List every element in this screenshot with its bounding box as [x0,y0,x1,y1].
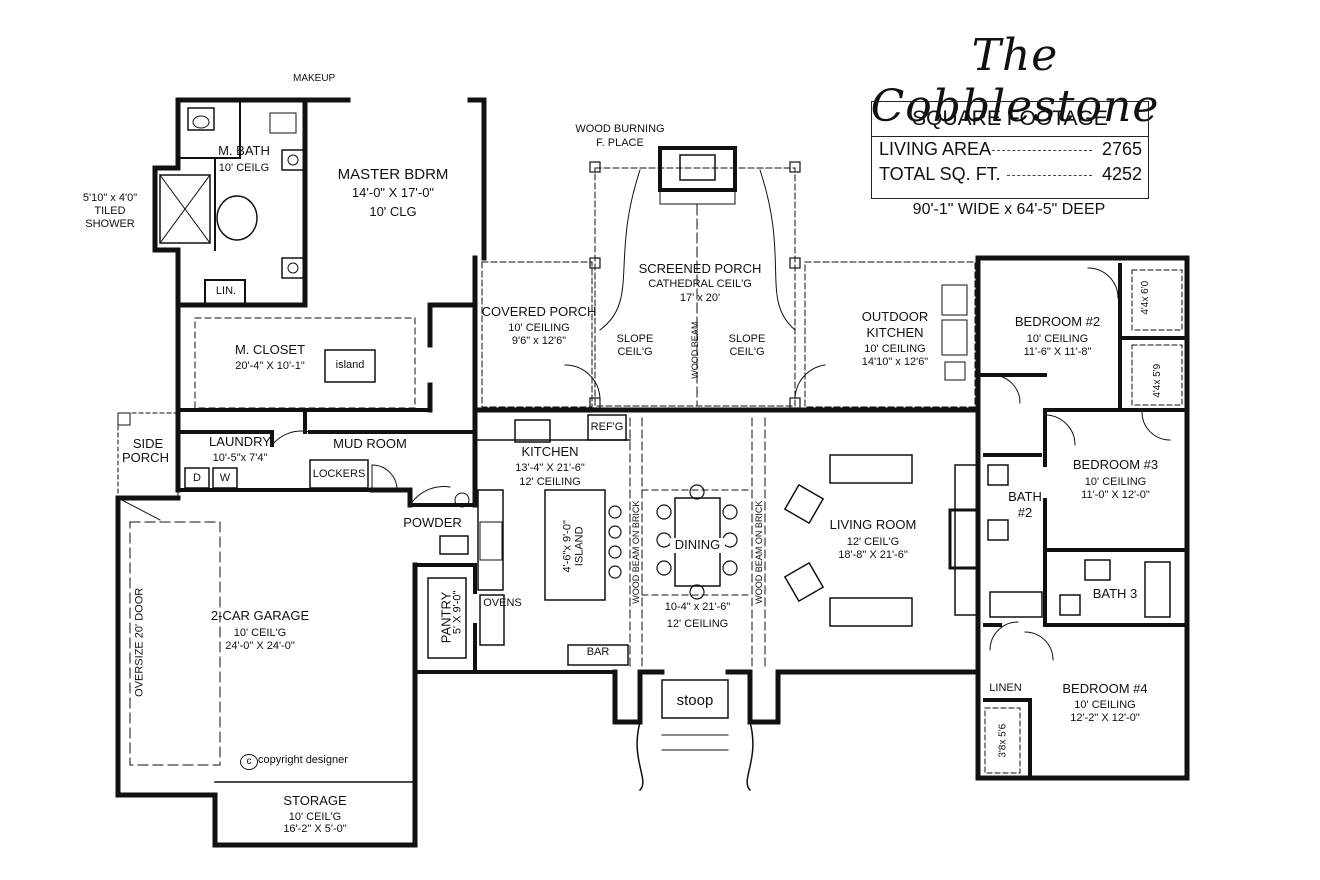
square-footage-heading: SQUARE FOOTAGE [872,102,1148,137]
square-footage-box: SQUARE FOOTAGE LIVING AREA 2765 TOTAL SQ… [871,101,1149,199]
shower-tiled: TILED [94,205,126,217]
bedroom3-name: BEDROOM #3 [1072,457,1159,472]
washer-label: W [219,472,231,484]
bedroom4-ceiling: 10' CEILING [1074,699,1136,711]
slope-left-line1: SLOPE [616,333,654,345]
screened-porch-ceiling: CATHEDRAL CEIL'G [648,278,752,290]
closet-3x5-label: 3'8x 5'6 [997,723,1009,758]
plan-title: The Cobblestone [870,30,1160,132]
bath3-name: BATH 3 [1092,586,1138,601]
bedroom2-name: BEDROOM #2 [1014,314,1101,329]
garage-ceiling: 10' CEIL'G [233,627,287,639]
kitchen-size: 13'-4" X 21'-6" [515,462,585,474]
closet-4x6-label: 4'4x 6'0 [1139,280,1151,315]
garage-size: 24'-0" X 24'-0" [225,640,295,652]
island-name: ISLAND [573,526,586,567]
storage-ceiling: 10' CEIL'G [288,811,342,823]
lin-label: LIN. [215,285,237,297]
copyright-icon: c [240,754,258,770]
shower-size: 5'10" x 4'0" [82,192,138,204]
covered-porch-name: COVERED PORCH [481,304,597,319]
living-room-size: 18'-8" X 21'-6" [838,549,908,561]
living-room-name: LIVING ROOM [829,517,917,532]
bedroom3-size: 11'-0" X 12'-0" [1081,489,1150,501]
outdoor-kitchen-line2: KITCHEN [866,325,924,340]
refg-label: REF'G [590,421,624,433]
garage-door-label: OVERSIZE 20' DOOR [133,587,146,697]
shower-label: SHOWER [85,218,135,230]
living-area-value: 2765 [1101,139,1142,159]
screened-porch-size: 17' x 20' [679,292,721,304]
kitchen-ceiling: 12' CEILING [519,476,581,488]
m-closet-size: 20'-4" X 10'-1" [235,360,305,372]
lockers-label: LOCKERS [312,468,366,480]
wood-beam-label: WOOD BEAM [689,321,700,379]
storage-name: STORAGE [283,793,347,808]
bath2-line1: BATH [1008,489,1042,504]
covered-porch-size: 9'6" x 12'6" [511,335,567,347]
total-sqft-label: TOTAL SQ. FT. [879,164,1001,184]
bedroom4-size: 12'-2" X 12'-0" [1070,712,1140,724]
living-room-ceiling: 12' CEIL'G [846,536,900,548]
total-sqft-value: 4252 [1101,164,1142,184]
copyright-text: copyright designer [258,754,348,766]
master-bdrm-size: 14'-0" X 17'-0" [351,185,435,200]
house-dimensions: 90'-1" WIDE x 64'-5" DEEP [912,201,1106,218]
beam-left-label: WOOD BEAM ON BRICK [630,500,641,604]
m-bath-ceiling: 10' CEILG [218,162,270,174]
slope-left-line2: CEIL'G [617,346,653,358]
total-sqft-row: TOTAL SQ. FT. 4252 [872,162,1148,187]
master-bdrm-name: MASTER BDRM [337,166,449,183]
stoop-label: stoop [676,692,714,709]
closet-island-label: island [335,359,365,371]
dining-ceiling: 12' CEILING [666,618,729,630]
outdoor-kitchen-size: 14'10" x 12'6" [861,356,929,368]
dining-name: DINING [670,537,725,553]
beam-right-label: WOOD BEAM ON BRICK [753,500,764,604]
dryer-label: D [193,472,201,484]
bar-label: BAR [586,646,610,658]
outdoor-kitchen-ceiling: 10' CEILING [864,343,926,355]
side-porch-line1: SIDE [132,436,164,451]
covered-porch-ceiling: 10' CEILING [508,322,570,334]
laundry-name: LAUNDRY [209,434,271,449]
living-area-row: LIVING AREA 2765 [872,137,1148,162]
powder-name: POWDER [403,515,462,530]
bedroom4-name: BEDROOM #4 [1062,681,1148,696]
bedroom2-ceiling: 10' CEILING [1026,333,1089,345]
makeup-label: MAKEUP [293,73,336,84]
bedroom2-size: 11'-6" X 11'-8" [1023,346,1092,358]
kitchen-name: KITCHEN [521,444,579,459]
garage-name: 2-CAR GARAGE [210,608,310,623]
ovens-label: OVENS [483,597,522,609]
fireplace-line1: WOOD BURNING [575,123,665,135]
closet-4x5-label: 4'4x 5'9 [1151,363,1163,398]
mud-room-name: MUD ROOM [333,436,407,451]
island-size: 4'-6"x 9'-0" [561,520,574,573]
dining-size: 10-4" x 21'-6" [664,601,731,613]
fireplace-line2: F. PLACE [596,137,644,149]
pantry-size: 5' X 9'-0" [451,590,464,635]
laundry-size: 10'-5"x 7'4" [212,452,268,464]
side-porch-line2: PORCH [122,450,169,465]
storage-size: 16'-2" X 5'-0" [283,823,347,835]
slope-right-line2: CEIL'G [729,346,765,358]
m-bath-name: M. BATH [218,143,270,158]
m-closet-name: M. CLOSET [234,342,306,357]
living-area-label: LIVING AREA [879,139,992,159]
bedroom3-ceiling: 10' CEILING [1084,476,1147,488]
outdoor-kitchen-line1: OUTDOOR [861,309,929,324]
bath2-line2: #2 [1017,505,1033,520]
master-bdrm-ceiling: 10' CLG [369,204,417,219]
slope-right-line1: SLOPE [728,333,766,345]
linen-label: LINEN [989,682,1022,694]
screened-porch-name: SCREENED PORCH [638,261,762,276]
